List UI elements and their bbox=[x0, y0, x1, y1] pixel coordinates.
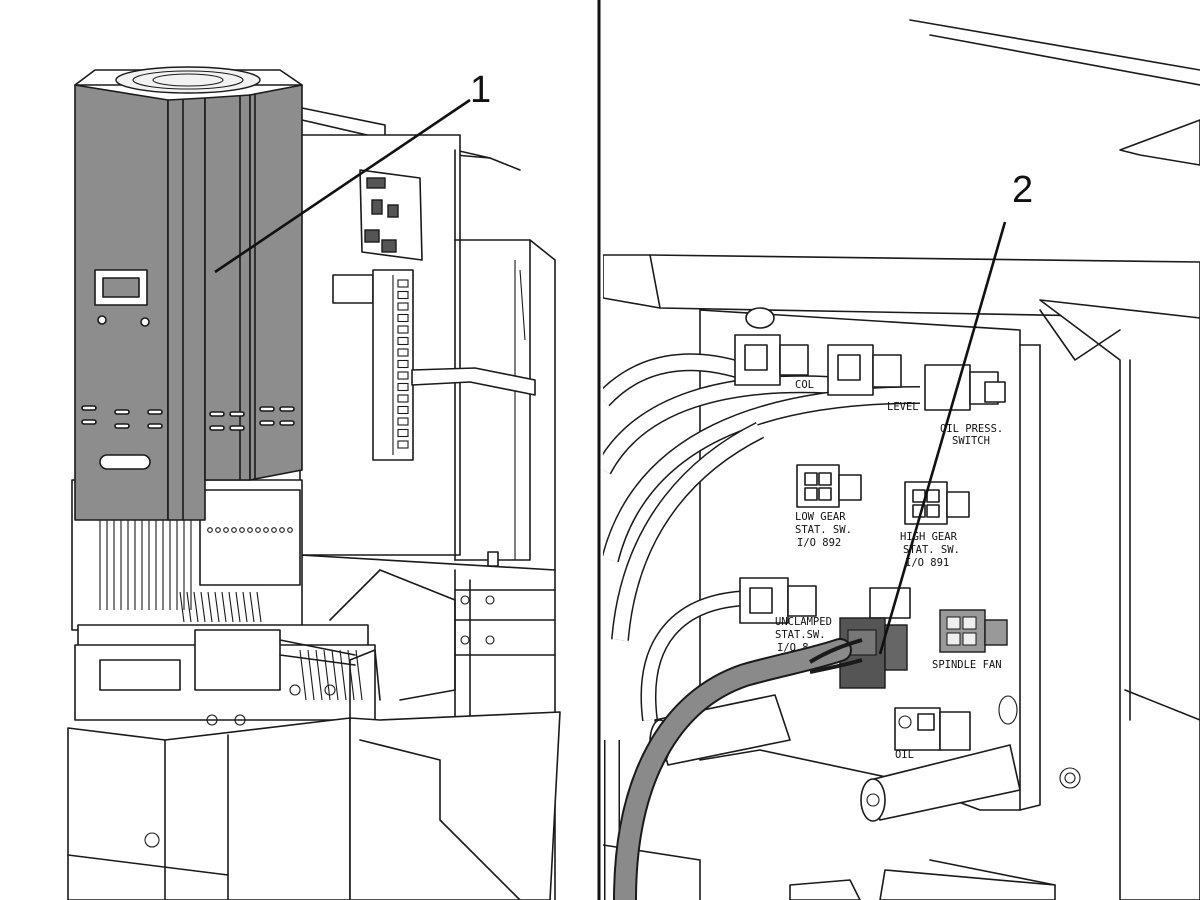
vent-slot bbox=[114, 423, 130, 429]
terminal-slot bbox=[397, 325, 409, 334]
terminal-strip bbox=[332, 269, 414, 461]
callout-1-leader bbox=[214, 98, 471, 274]
vent-slot bbox=[147, 423, 163, 429]
vent-hole bbox=[279, 527, 285, 533]
fan-blade bbox=[242, 591, 248, 623]
rail-line bbox=[331, 649, 339, 701]
terminal-slot bbox=[397, 417, 409, 426]
vent-hole bbox=[207, 527, 213, 533]
lower-housing bbox=[67, 569, 561, 900]
vent-hole bbox=[263, 527, 269, 533]
rail-line bbox=[307, 649, 315, 701]
terminal-slot bbox=[397, 382, 409, 392]
left-panel bbox=[67, 66, 561, 900]
terminal-slot bbox=[397, 348, 409, 357]
label-high-gear-2: STAT. SW. bbox=[903, 544, 960, 556]
connector-level bbox=[827, 344, 902, 396]
vent-slot bbox=[259, 420, 275, 426]
label-level: LEVEL bbox=[887, 401, 919, 413]
callout-2: 2 bbox=[1012, 169, 1033, 211]
fan-blade bbox=[207, 591, 213, 623]
cable-bundle bbox=[603, 353, 921, 900]
fan-blade bbox=[249, 591, 255, 623]
spindle-cover bbox=[74, 66, 303, 521]
rail-line bbox=[315, 649, 323, 701]
fan-blade bbox=[228, 591, 234, 623]
vent-slot bbox=[147, 409, 163, 415]
terminal-slot bbox=[397, 405, 409, 415]
vent-hole bbox=[215, 527, 221, 533]
fan-blade bbox=[256, 591, 262, 623]
vent-hole bbox=[271, 527, 277, 533]
vent-slot bbox=[209, 425, 225, 431]
vent-slot bbox=[229, 411, 245, 417]
rail-line bbox=[299, 649, 307, 701]
terminal-slot bbox=[397, 313, 409, 323]
rail-line bbox=[347, 649, 355, 701]
callout-2-leader bbox=[878, 221, 1007, 655]
label-oil-press-1: OIL PRESS. bbox=[940, 423, 1003, 435]
rail-line bbox=[355, 649, 363, 701]
fan-blade bbox=[179, 591, 185, 623]
label-oil: OIL bbox=[895, 749, 914, 761]
terminal-slot bbox=[397, 290, 409, 300]
vent-slot bbox=[114, 409, 130, 415]
callout-1: 1 bbox=[470, 69, 491, 111]
label-high-gear-1: HIGH GEAR bbox=[900, 531, 958, 543]
label-low-gear-3: I/O 892 bbox=[797, 537, 841, 549]
bottom-frame bbox=[603, 844, 1056, 900]
terminal-slot bbox=[397, 336, 409, 346]
vent-hole bbox=[223, 527, 229, 533]
label-unclamped-2: STAT.SW. bbox=[775, 629, 826, 641]
terminal-slot bbox=[397, 394, 409, 403]
fan-blade bbox=[235, 591, 241, 623]
terminal-slot bbox=[397, 371, 409, 380]
connector-oil-press bbox=[924, 364, 1006, 411]
terminal-slot bbox=[397, 279, 409, 288]
label-spindle-fan: SPINDLE FAN bbox=[932, 659, 1002, 671]
rail-line bbox=[323, 649, 331, 701]
vent-slot bbox=[259, 406, 275, 412]
connector-oil bbox=[894, 707, 971, 751]
label-oil-press-2: SWITCH bbox=[952, 435, 990, 447]
vent-slot bbox=[279, 420, 295, 426]
rail-line bbox=[339, 649, 347, 701]
right-panel: COL LEVEL OIL PRESS. SWITCH LOW GEAR STA… bbox=[603, 19, 1200, 900]
terminal-slot bbox=[397, 359, 409, 369]
fan-blade bbox=[193, 591, 199, 623]
vent-slot bbox=[279, 406, 295, 412]
vent-slot bbox=[209, 411, 225, 417]
terminal-slot bbox=[397, 428, 409, 438]
connector-spindle-fan bbox=[939, 609, 1008, 653]
upper-sheet-metal bbox=[603, 19, 1200, 900]
label-col: COL bbox=[795, 379, 814, 391]
label-low-gear-1: LOW GEAR bbox=[795, 511, 846, 523]
vent-hole bbox=[247, 527, 253, 533]
terminal-slot bbox=[397, 302, 409, 311]
target-connector bbox=[839, 587, 911, 689]
terminal-slot bbox=[397, 440, 409, 449]
vent-slot bbox=[81, 405, 97, 411]
vent-hole bbox=[231, 527, 237, 533]
vent-slot bbox=[81, 419, 97, 425]
shelf bbox=[411, 367, 536, 396]
vent-hole bbox=[255, 527, 261, 533]
connector-high-gear bbox=[904, 481, 970, 525]
circuit-board bbox=[359, 169, 423, 261]
label-high-gear-3: I/O 891 bbox=[905, 557, 949, 569]
vent-hole bbox=[239, 527, 245, 533]
vent-slot bbox=[229, 425, 245, 431]
label-low-gear-2: STAT. SW. bbox=[795, 524, 852, 536]
connector-col bbox=[734, 307, 809, 386]
connector-low-gear bbox=[796, 464, 862, 508]
fan-blade bbox=[200, 591, 206, 623]
connector-unclamped bbox=[739, 577, 817, 624]
fan-blade bbox=[214, 591, 220, 623]
fan-blade bbox=[186, 591, 192, 623]
label-unclamped-1: UNCLAMPED bbox=[775, 616, 832, 628]
vent-hole bbox=[287, 527, 293, 533]
fan-blade bbox=[221, 591, 227, 623]
